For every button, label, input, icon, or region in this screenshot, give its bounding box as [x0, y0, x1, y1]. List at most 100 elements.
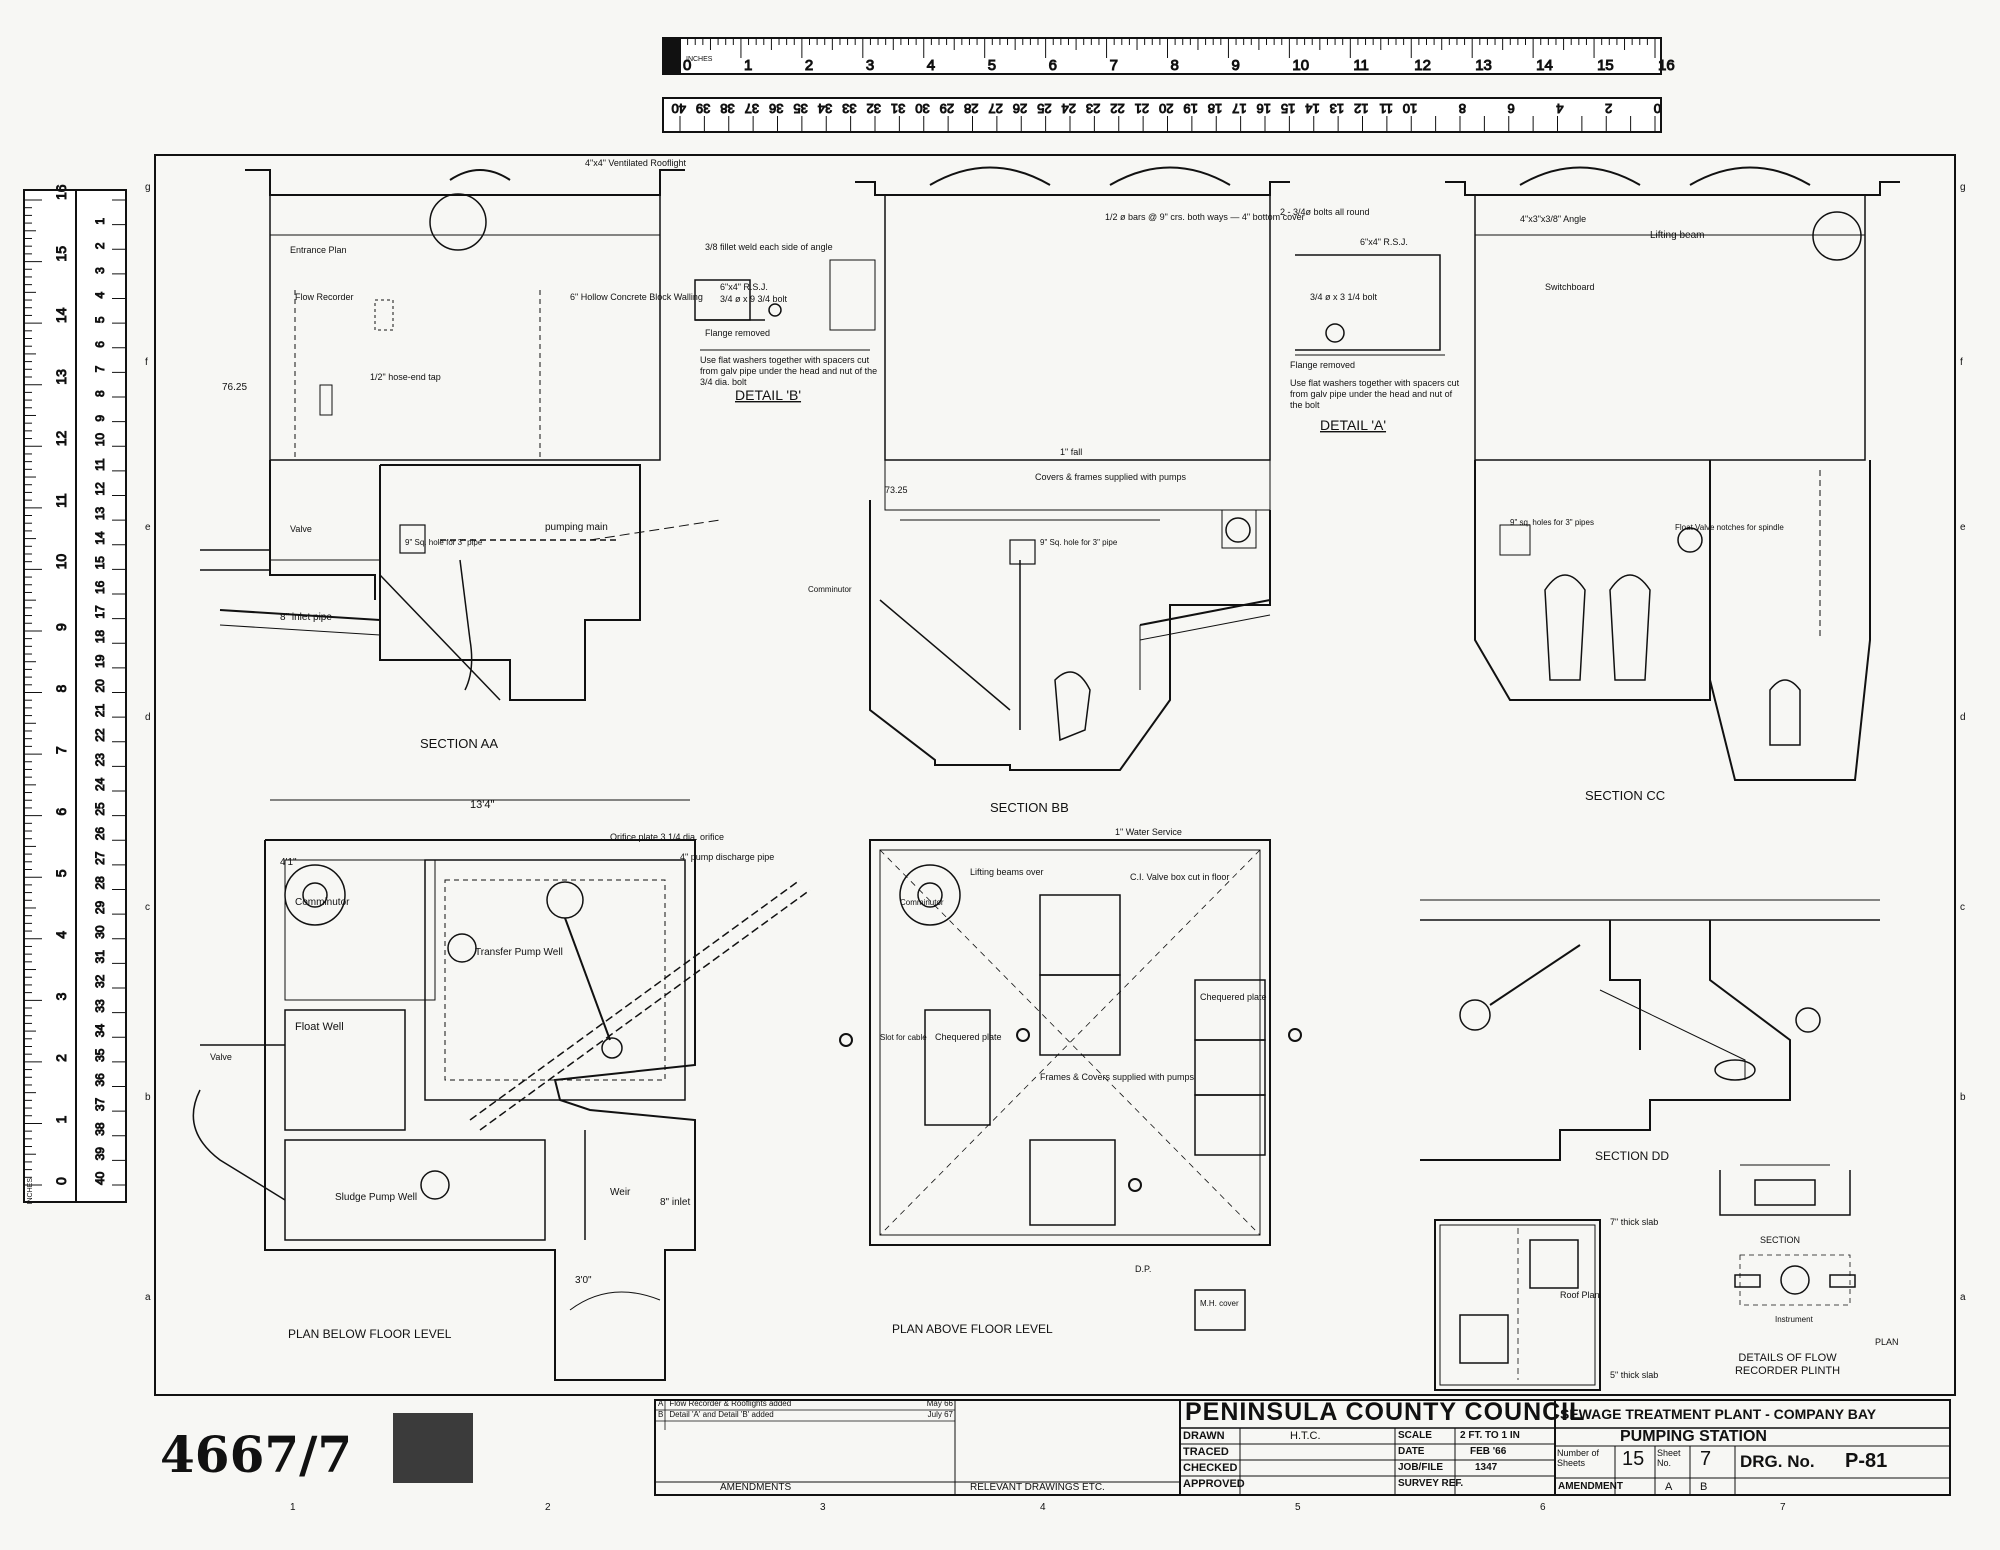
slab-bot-label: 5" thick slab	[1610, 1370, 1658, 1380]
valve-label-plan: Valve	[210, 1052, 232, 1062]
top-ruler-label: 1	[744, 57, 752, 74]
cm-ruler-label: 28	[964, 101, 978, 116]
hose-tap-label: 1/2" hose-end tap	[370, 372, 441, 382]
left-cm-label: 8	[93, 390, 107, 397]
detail-a-flange: Flange removed	[1290, 360, 1355, 370]
project-name: SEWAGE TREATMENT PLANT - COMPANY BAY	[1560, 1406, 1877, 1422]
date-value: FEB '66	[1470, 1446, 1507, 1457]
water-service-label: 1" Water Service	[1115, 827, 1182, 837]
cm-ruler-label: 35	[793, 101, 807, 116]
amendments-table: A Flow Recorder & Rooflights added May 6…	[658, 1399, 953, 1421]
level-7625: 76.25	[222, 382, 247, 393]
grid-row-label: g	[145, 182, 151, 193]
amend-a: A	[1665, 1481, 1673, 1493]
left-cm-label: 35	[93, 1048, 107, 1062]
section-aa	[200, 169, 721, 701]
top-ruler-label: 2	[805, 57, 813, 74]
top-ruler-label: 6	[1049, 57, 1057, 74]
left-cm-label: 1	[93, 218, 107, 225]
left-cm-label: 39	[93, 1147, 107, 1161]
drawn-label: DRAWN	[1183, 1430, 1225, 1442]
valve-label-aa: Valve	[290, 524, 312, 534]
cm-ruler-label: 33	[842, 101, 856, 116]
top-ruler-label: 10	[1292, 57, 1309, 74]
left-cm-label: 37	[93, 1097, 107, 1111]
left-ruler-label: 4	[53, 931, 69, 939]
cm-ruler-label: 36	[769, 101, 783, 116]
hole-label-bb: 9" Sq. hole for 3" pipe	[1040, 538, 1118, 547]
cm-ruler-label: 8	[1459, 101, 1466, 116]
bolts-label: 2 - 3/4ø bolts all round	[1280, 207, 1370, 217]
scale-value: 2 FT. TO 1 IN	[1460, 1430, 1520, 1441]
sheet-number-box: 4667/7	[155, 1405, 473, 1500]
left-cm-label: 25	[93, 802, 107, 816]
plan-above-comminutor: Comminutor	[900, 898, 944, 907]
grid-row-label: e	[145, 522, 151, 533]
sheet-no-label: Sheet No.	[1657, 1448, 1681, 1468]
covers-frames-label: Covers & frames supplied with pumps	[1035, 472, 1187, 482]
top-ruler-label: 8	[1171, 57, 1179, 74]
entrance-label: Entrance Plan	[290, 245, 347, 255]
title-block	[654, 1399, 1951, 1496]
cm-ruler-label: 20	[1159, 101, 1173, 116]
detail-a-rsj: 6"x4" R.S.J.	[1360, 237, 1408, 247]
sludge-pump-well: Sludge Pump Well	[335, 1192, 417, 1203]
section-aa-title: SECTION AA	[420, 736, 498, 751]
num-sheets-label: Number of Sheets	[1557, 1448, 1600, 1468]
left-ruler-label: 14	[53, 307, 69, 323]
hollow-block-label: 6" Hollow Concrete Block Walling	[570, 292, 703, 302]
left-cm-label: 40	[93, 1171, 107, 1185]
section-dd-title: SECTION DD	[1595, 1149, 1669, 1163]
mh-cover-label: M.H. cover	[1200, 1299, 1239, 1308]
frames-covers-label: Frames & Covers supplied with pumps	[1040, 1072, 1195, 1082]
detail-a	[1295, 254, 1445, 356]
cm-ruler-label: 23	[1086, 101, 1100, 116]
dim-4-1: 4'1"	[280, 857, 297, 868]
cm-ruler-label: 17	[1232, 101, 1246, 116]
amendments-label: AMENDMENTS	[720, 1482, 792, 1493]
sheet-number: 4667/7	[160, 1425, 353, 1484]
ink-smudge	[393, 1413, 473, 1483]
hole-label: 9" Sq. hole for 3" pipe	[405, 538, 483, 547]
sheet-no-value: 7	[1700, 1448, 1712, 1470]
pumping-main-label: pumping main	[545, 522, 608, 533]
chequered-plate-1: Chequered plate	[935, 1032, 1002, 1042]
left-cm-label: 3	[93, 267, 107, 274]
dim-13-4: 13'4"	[470, 799, 494, 811]
cv-box-label: C.I. Valve box cut in floor	[1130, 872, 1229, 882]
cm-ruler-label: 19	[1183, 101, 1197, 116]
left-ruler-label: 0	[53, 1177, 69, 1185]
top-ruler-label: 7	[1110, 57, 1118, 74]
transfer-pump-well: Transfer Pump Well	[475, 947, 563, 958]
detail-a-note: Use flat washers together with spacers c…	[1290, 378, 1460, 410]
flow-recorder-label: Flow Recorder	[295, 292, 354, 302]
left-cm-label: 6	[93, 341, 107, 348]
grid-col-label: 7	[1780, 1502, 1786, 1513]
survey-label: SURVEY REF.	[1398, 1478, 1464, 1489]
left-cm-label: 10	[93, 433, 107, 447]
plan-above-floor	[839, 839, 1302, 1246]
inlet-pipe-label: 8" inlet pipe	[280, 612, 332, 623]
roof-plan	[1434, 1219, 1601, 1391]
left-cm-label: 5	[93, 316, 107, 323]
left-ruler-unit: INCHES	[27, 1178, 34, 1205]
detail-b	[694, 259, 876, 351]
grid-row-label: g	[1960, 182, 1966, 193]
holes-cc-label: 9" sq. holes for 3" pipes	[1510, 518, 1594, 527]
left-ruler-label: 6	[53, 808, 69, 816]
lifting-beams-label: Lifting beams over	[970, 867, 1044, 877]
grid-row-label: a	[145, 1292, 151, 1303]
orifice-plate: Orifice plate 3 1/4 dia. orifice	[610, 832, 724, 842]
amendment-row-a: A Flow Recorder & Rooflights added May 6…	[658, 1399, 953, 1408]
left-cm-label: 17	[93, 605, 107, 619]
detail-b-fillet: 3/8 fillet weld each side of angle	[705, 242, 833, 252]
top-ruler-label: 0	[683, 57, 691, 74]
cm-ruler-label: 2	[1605, 101, 1612, 116]
drg-label: DRG. No.	[1740, 1452, 1815, 1471]
grid-col-label: 1	[290, 1502, 296, 1513]
plan-comminutor: Comminutor	[295, 897, 350, 908]
slab-top-label: 7" thick slab	[1610, 1217, 1658, 1227]
detail-b-note: Use flat washers together with spacers c…	[700, 355, 878, 387]
bars-note: 1/2 ø bars @ 9" crs. both ways — 4" bott…	[1105, 212, 1305, 222]
